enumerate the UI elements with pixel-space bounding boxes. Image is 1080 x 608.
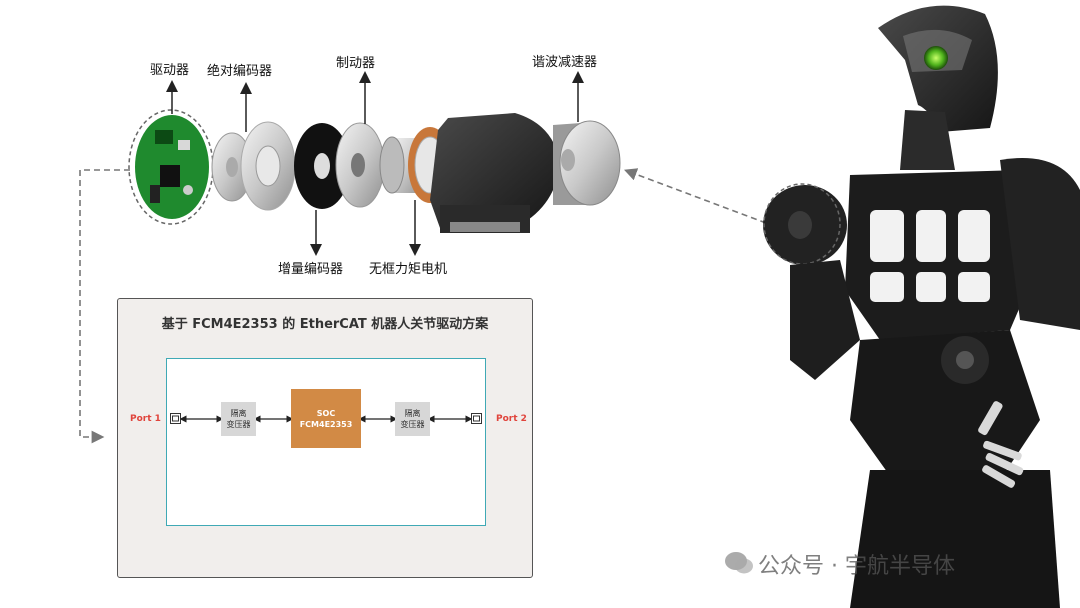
absolute-encoder-disc <box>211 132 253 202</box>
harmonic-reducer <box>553 120 621 206</box>
port-2-label: Port 2 <box>496 414 527 424</box>
port-1-label: Port 1 <box>130 414 161 424</box>
panel-title: 基于 FCM4E2353 的 EtherCAT 机器人关节驱动方案 <box>161 317 489 332</box>
block-diagram-frame: 隔离 变压器 SOC FCM4E2353 隔离 变压器 <box>166 358 486 526</box>
label-frameless-motor: 无框力矩电机 <box>369 262 448 277</box>
incremental-encoder-disc <box>294 123 350 209</box>
soc-label: SOC <box>316 408 336 418</box>
soc-block: SOC FCM4E2353 <box>291 389 361 448</box>
label-absolute-encoder: 绝对编码器 <box>207 64 273 79</box>
label-brake: 制动器 <box>336 56 376 71</box>
watermark-text: 公众号 · 宇航半导体 <box>758 554 955 579</box>
brake-unit <box>335 122 385 208</box>
ethernet-port-icon <box>170 413 181 424</box>
ethernet-port-icon <box>471 413 482 424</box>
label-harmonic-reducer: 谐波减速器 <box>532 55 598 70</box>
label-driver: 驱动器 <box>150 63 190 78</box>
robot-eye <box>924 46 948 70</box>
solution-panel: 基于 FCM4E2353 的 EtherCAT 机器人关节驱动方案 <box>117 298 533 578</box>
actuator-housing <box>430 113 560 233</box>
isolation-transformer-right: 隔离 变压器 <box>395 402 430 436</box>
joint-to-actuator-connector <box>624 168 767 224</box>
isolation-transformer-left: 隔离 变压器 <box>221 402 256 436</box>
driver-pcb <box>128 109 214 225</box>
soc-part-number: FCM4E2353 <box>299 419 353 429</box>
absolute-encoder-ring <box>240 121 296 211</box>
robot-legs <box>850 470 1060 608</box>
wechat-icon <box>725 552 753 574</box>
robot-hand <box>978 401 1024 488</box>
block-diagram-connectors <box>179 415 473 423</box>
label-incremental-encoder: 增量编码器 <box>278 262 344 277</box>
driver-to-panel-connector <box>79 169 130 444</box>
